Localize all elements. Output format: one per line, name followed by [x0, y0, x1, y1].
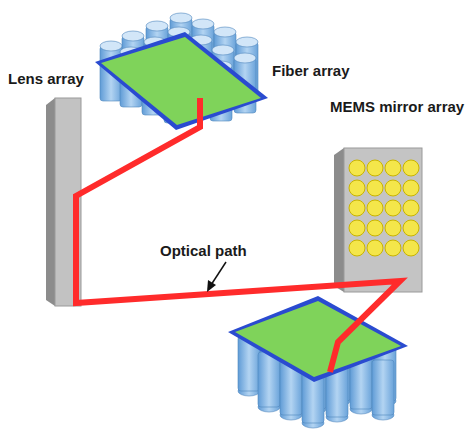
part-label: Lens array [8, 70, 84, 88]
leader-arrow [207, 262, 226, 292]
part-label: MEMS mirror array [330, 98, 464, 116]
mems-mirror-array [334, 148, 422, 292]
fiber-plate [228, 296, 408, 382]
fiber-plate [95, 32, 268, 130]
part-label: Optical path [160, 242, 247, 260]
part-label: Fiber array [272, 62, 350, 80]
optical-path [76, 98, 400, 372]
